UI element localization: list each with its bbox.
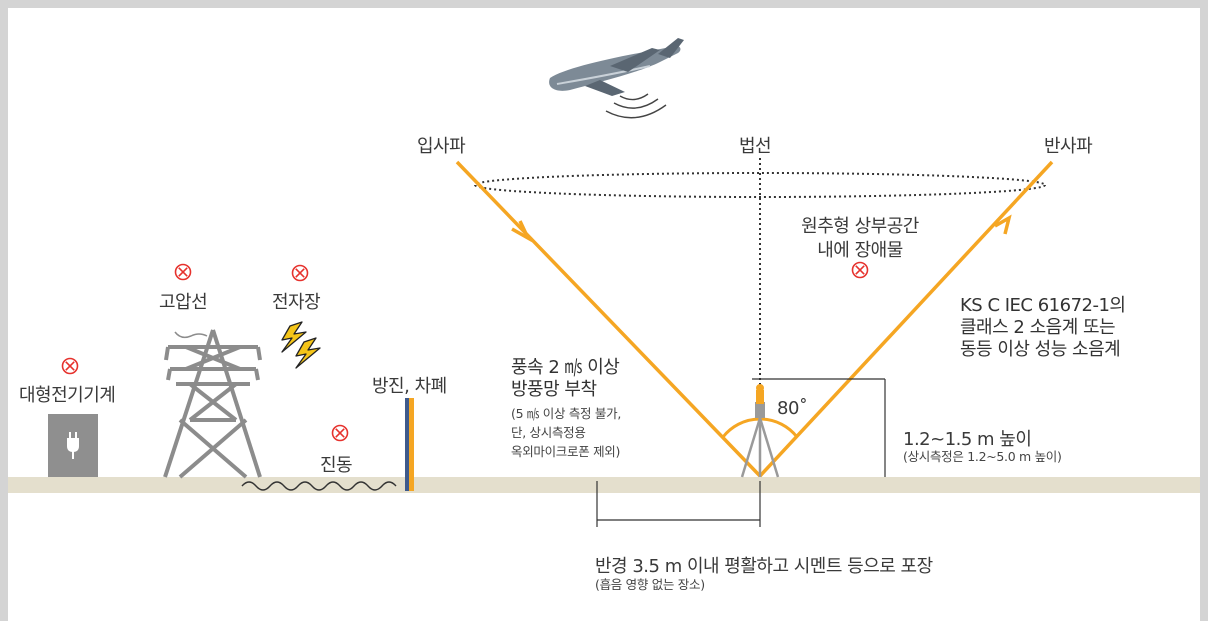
radius-note: (흡음 영향 없는 장소) — [595, 577, 705, 592]
vibration-label: 진동 — [320, 455, 353, 476]
power-plug-icon — [48, 414, 98, 477]
wind-note-line-1: (5 ㎧ 이상 측정 불가, — [511, 406, 621, 421]
cone-ellipse — [474, 172, 1046, 198]
prohibit-icon — [851, 261, 869, 279]
sound-meter-line-1: KS C IEC 61672-1의 — [960, 295, 1126, 316]
prohibit-icon — [331, 424, 349, 442]
reflected-wave-label: 반사파 — [1044, 136, 1093, 157]
microphone-tripod — [740, 384, 780, 478]
wind-note: (5 ㎧ 이상 측정 불가, 단, 상시측정용 옥외마이크로폰 제외) — [511, 404, 621, 461]
angle-label: 80˚ — [777, 398, 808, 419]
sound-meter-line-3: 동등 이상 성능 소음계 — [960, 339, 1121, 360]
electromagnetic-label: 전자장 — [272, 292, 321, 313]
frame-right — [1200, 0, 1208, 621]
height-note: (상시측정은 1.2~5.0 m 높이) — [903, 449, 1062, 464]
transmission-tower-icon — [163, 329, 262, 479]
normal-line-label: 법선 — [739, 136, 772, 157]
ground — [8, 477, 1200, 493]
airplane-icon — [549, 38, 684, 119]
frame-left — [0, 0, 8, 621]
wind-title-line-1: 풍속 2 ㎧ 이상 — [511, 357, 620, 378]
wind-note-line-2: 단, 상시측정용 — [511, 425, 586, 440]
barrier-label: 방진, 차폐 — [372, 376, 447, 397]
cone-obstacle-label: 원추형 상부공간 내에 장애물 — [796, 215, 924, 263]
height-dimension — [752, 378, 886, 477]
ray-lines — [455, 160, 1054, 478]
prohibit-icon — [174, 263, 192, 281]
radius-label: 반경 3.5 m 이내 평활하고 시멘트 등으로 포장 — [595, 556, 933, 577]
lightning-icon — [281, 321, 321, 369]
vibration-wave — [241, 481, 397, 491]
cone-obstacle-line-2: 내에 장애물 — [817, 240, 903, 261]
prohibit-icon — [291, 264, 309, 282]
height-label: 1.2~1.5 m 높이 — [903, 429, 1032, 450]
frame-top — [0, 0, 1208, 8]
sound-meter-label: KS C IEC 61672-1의 클래스 2 소음계 또는 동등 이상 성능 … — [960, 295, 1126, 361]
wind-note-line-3: 옥외마이크로폰 제외) — [511, 444, 621, 459]
sound-meter-line-2: 클래스 2 소음계 또는 — [960, 317, 1116, 338]
radius-dimension — [596, 481, 761, 527]
cone-obstacle-line-1: 원추형 상부공간 — [801, 216, 919, 237]
high-voltage-label: 고압선 — [159, 292, 208, 313]
large-machine-label: 대형전기기계 — [19, 385, 116, 406]
prohibit-icon — [61, 357, 79, 375]
incident-wave-label: 입사파 — [417, 136, 466, 157]
wind-title-line-2: 방풍망 부착 — [511, 379, 597, 400]
wind-title: 풍속 2 ㎧ 이상 방풍망 부착 — [511, 357, 620, 401]
barrier-wall — [405, 398, 414, 491]
